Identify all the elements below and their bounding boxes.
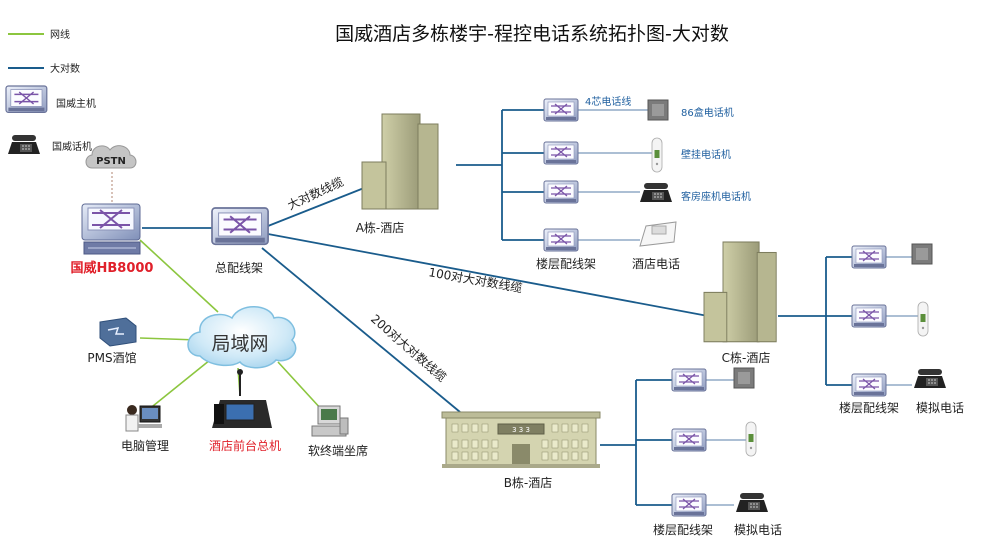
console-phone-icon xyxy=(212,369,272,428)
c-analog-phone-icon xyxy=(914,369,946,388)
cable-label-to-c: 100对大对数线缆 xyxy=(427,264,523,295)
phone-lines xyxy=(578,109,918,506)
a-wall-phone-label: 壁挂电话机 xyxy=(681,148,731,161)
lan-to-pc-line xyxy=(147,359,211,411)
pms-server-icon xyxy=(99,317,137,347)
legend-phone-icon xyxy=(8,135,40,154)
main-distribution-frame xyxy=(211,207,270,246)
a-86box-phone-icon xyxy=(647,99,669,121)
a-hotel-phone-icon xyxy=(639,221,677,247)
building-c-label: C栋-酒店 xyxy=(722,350,771,365)
pstn-label: PSTN xyxy=(96,156,126,167)
a-guest-phone-icon xyxy=(640,183,672,202)
softphone-label: 软终端坐席 xyxy=(308,443,368,458)
legend-big-pair-label: 大对数 xyxy=(50,62,80,75)
pstn-cloud: PSTN xyxy=(85,145,137,169)
c-floor-frame-3 xyxy=(851,373,887,397)
console-label: 酒店前台总机 xyxy=(209,438,281,453)
pc-admin-icon xyxy=(125,405,162,432)
diagram-title: 国威酒店多栋楼宇-程控电话系统拓扑图-大对数 xyxy=(335,23,729,45)
a-floor-frame-2 xyxy=(543,141,579,165)
mdf-to-b-line xyxy=(261,247,461,413)
cable-label-to-b: 200对大对数线缆 xyxy=(368,311,449,385)
b-floor-frame-2 xyxy=(671,428,707,452)
a-floor-frame-3 xyxy=(543,180,579,204)
main-host xyxy=(81,203,141,255)
building-a-icon xyxy=(361,113,439,210)
b-floor-frame-1 xyxy=(671,368,707,392)
legend-host-label: 国威主机 xyxy=(56,97,96,110)
a-floor-frame-4 xyxy=(543,228,579,252)
building-a-label: A栋-酒店 xyxy=(356,220,405,235)
c-wall-phone-icon xyxy=(917,301,929,337)
pms-label: PMS酒馆 xyxy=(87,350,136,365)
building-c-icon xyxy=(703,241,777,343)
mdf-to-c-line xyxy=(267,233,709,317)
b-86box-phone-icon xyxy=(733,367,755,389)
pc-admin-label: 电脑管理 xyxy=(121,438,169,453)
lan-label: 局域网 xyxy=(211,333,268,355)
a-guest-phone-label: 客房座机电话机 xyxy=(681,190,751,203)
softphone-icon xyxy=(311,405,349,437)
mdf-label: 总配线架 xyxy=(215,261,263,275)
host-label: 国威HB8000 xyxy=(71,260,154,276)
building-b-label: B栋-酒店 xyxy=(504,475,553,490)
a-wall-phone-icon xyxy=(651,137,663,173)
b-analog-phone-icon xyxy=(736,493,768,512)
c-floor-frame-1 xyxy=(851,245,887,269)
host-to-lan-line xyxy=(139,239,219,313)
a-hotel-phone-label: 酒店电话 xyxy=(632,257,680,271)
lan-to-softphone-line xyxy=(277,361,323,411)
c-analog-phone-label: 模拟电话 xyxy=(916,401,964,415)
b-building-sign: 3 3 3 xyxy=(512,426,530,434)
big-pair-lines xyxy=(142,109,852,506)
legend-host-icon xyxy=(5,85,48,114)
a-wire-label: 4芯电话线 xyxy=(585,95,631,108)
b-analog-phone-label: 模拟电话 xyxy=(734,523,782,537)
lan-cloud: 局域网 xyxy=(187,306,297,369)
legend-network-label: 网线 xyxy=(50,28,70,41)
c-86box-phone-icon xyxy=(911,243,933,265)
a-86box-phone-label: 86盒电话机 xyxy=(681,106,734,119)
legend-phone-label: 国威话机 xyxy=(52,140,92,153)
mdf-to-a-line xyxy=(267,187,365,227)
a-frame-label: 楼层配线架 xyxy=(536,256,596,271)
building-b-icon: 3 3 3 xyxy=(441,411,601,468)
a-floor-frame-1 xyxy=(543,98,579,122)
c-floor-frame-2 xyxy=(851,304,887,328)
legend: 网线 大对数 国威主机 国威话机 xyxy=(5,28,96,154)
b-frame-label: 楼层配线架 xyxy=(653,522,713,537)
b-wall-phone-icon xyxy=(745,421,757,457)
b-floor-frame-3 xyxy=(671,493,707,517)
c-frame-label: 楼层配线架 xyxy=(839,400,899,415)
building-b-windows xyxy=(451,423,589,461)
